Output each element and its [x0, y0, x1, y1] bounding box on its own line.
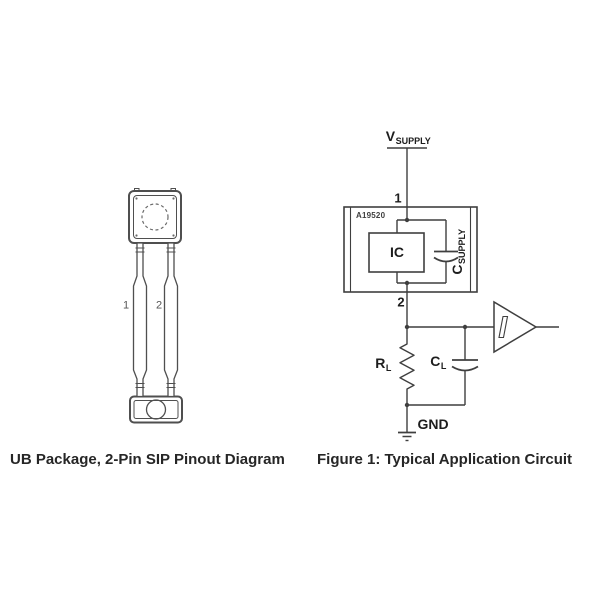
- base-hole-circle: [145, 399, 167, 420]
- junction-dot: [462, 324, 468, 330]
- figure-caption: Figure 1: Typical Application Circuit: [317, 451, 573, 468]
- package-base: [129, 395, 183, 424]
- load-capacitor: [407, 327, 479, 406]
- ground-icon: [398, 405, 416, 442]
- gnd-label: GND: [417, 416, 449, 432]
- supply-terminal: [387, 147, 427, 207]
- rl-label: RL: [375, 355, 392, 373]
- load-resistor: [399, 327, 415, 405]
- lead-2: [163, 242, 179, 398]
- junction-dot: [404, 280, 410, 286]
- sip-package-drawing: [128, 188, 183, 424]
- junction-dot: [404, 402, 410, 408]
- circuit-pin2-label: 2: [397, 294, 405, 310]
- corner-dot: [172, 234, 175, 237]
- die-dashed-circle: [141, 203, 169, 231]
- schmitt-trigger-icon: [493, 300, 559, 354]
- corner-dot: [172, 197, 175, 200]
- vsupply-label: VSUPPLY: [385, 128, 431, 146]
- hysteresis-icon: [498, 315, 509, 339]
- csupply-label: CSUPPLY: [449, 228, 467, 275]
- ic-package-outline: [343, 206, 478, 293]
- package-pin1-label: 1: [122, 299, 130, 312]
- package-pin2-label: 2: [155, 299, 163, 312]
- junction-dot: [404, 217, 410, 223]
- lead-1: [132, 242, 148, 398]
- junction-dots: [404, 217, 468, 408]
- device-name-label: A19520: [356, 211, 386, 220]
- package-caption: UB Package, 2-Pin SIP Pinout Diagram: [10, 451, 285, 468]
- corner-dot: [135, 197, 138, 200]
- junction-dot: [404, 324, 410, 330]
- ic-box: [368, 232, 425, 273]
- application-circuit-drawing: [343, 147, 559, 442]
- corner-dot: [135, 234, 138, 237]
- circuit-pin1-label: 1: [394, 190, 402, 206]
- package-head: [128, 190, 182, 244]
- ic-label: IC: [390, 244, 404, 260]
- supply-bypass-capacitor: [433, 220, 459, 283]
- cl-label: CL: [430, 353, 447, 371]
